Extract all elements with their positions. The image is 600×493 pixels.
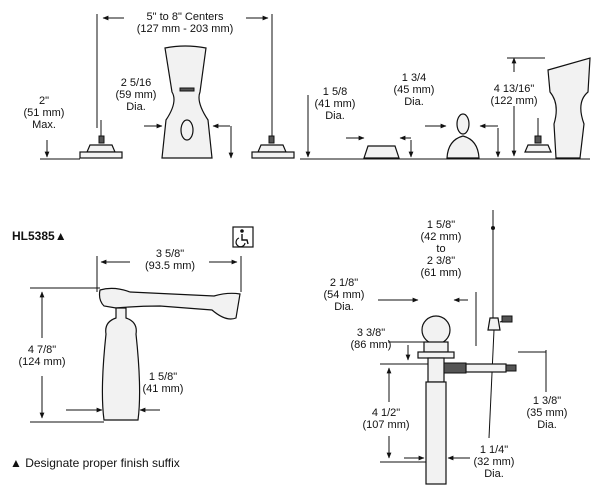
finish-triangle-icon: ▲ (54, 229, 67, 243)
faucet-front-view (40, 14, 295, 160)
flange-height-label: 3 3/8" (86 mm) (350, 327, 392, 351)
wheelchair-icon (232, 226, 254, 248)
drain-assembly-view (378, 210, 547, 485)
handle-height-label: 4 7/8" (124 mm) (18, 344, 66, 368)
handle-base-dia-label: 1 3/4 (45 mm) Dia. (393, 72, 435, 108)
finish-note: ▲ Designate proper finish suffix (10, 456, 180, 470)
spout-dia-label: 2 5/16 (59 mm) Dia. (115, 77, 157, 113)
flange-dia-label: 2 1/8" (54 mm) Dia. (323, 277, 365, 313)
nut-dia-label: 1 3/8" (35 mm) Dia. (526, 395, 568, 431)
lever-handle-view (30, 226, 254, 423)
faucet-side-view (300, 57, 591, 160)
handle-base-dia-label: 1 5/8" (41 mm) (142, 371, 184, 395)
model-code: HL5385▲ (12, 229, 67, 243)
spout-height-label: 4 13/16" (122 mm) (490, 83, 538, 107)
drain-range-label: 1 5/8" (42 mm) to 2 3/8" (61 mm) (420, 219, 462, 279)
tailpiece-length-label: 4 1/2" (107 mm) (362, 407, 410, 431)
handle-width-label: 3 5/8" (93.5 mm) (144, 248, 196, 272)
max-height-label: 2" (51 mm) Max. (23, 95, 65, 131)
escutcheon-dia-label: 1 5/8 (41 mm) Dia. (314, 86, 356, 122)
tail-dia-label: 1 1/4" (32 mm) Dia. (473, 444, 515, 480)
centers-dimension-label: 5" to 8" Centers (127 mm - 203 mm) (136, 11, 234, 35)
